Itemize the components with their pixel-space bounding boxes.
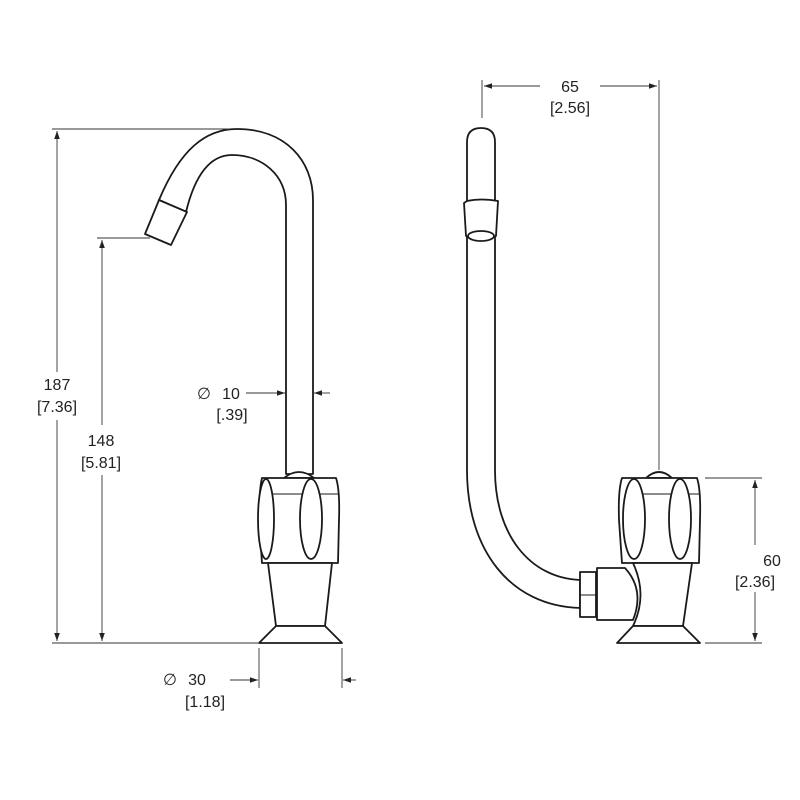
front-view-faucet xyxy=(144,128,343,644)
front-aerator xyxy=(144,199,188,246)
spout-diameter-symbol: ∅ xyxy=(197,386,211,403)
base-diameter-value: 30 xyxy=(188,672,206,689)
front-body xyxy=(267,562,333,627)
overall-height-imperial: [7.36] xyxy=(37,399,77,416)
front-handle-grip-left xyxy=(257,478,275,560)
spout-height-value: 148 xyxy=(88,433,115,450)
handle-height-value: 60 xyxy=(763,553,781,570)
side-handle-grip-right xyxy=(668,478,692,560)
base-diameter-imperial: [1.18] xyxy=(185,694,225,711)
side-base xyxy=(616,625,701,644)
front-dimension-lines xyxy=(52,128,356,688)
side-dimension-lines xyxy=(481,80,762,644)
spout-reach-imperial: [2.56] xyxy=(550,100,590,117)
overall-height-value: 187 xyxy=(44,377,71,394)
front-handle-grip-right xyxy=(299,478,323,560)
front-base xyxy=(258,625,343,644)
side-collar-opening xyxy=(467,230,495,242)
side-body xyxy=(632,562,693,627)
side-spout xyxy=(466,127,581,609)
handle-height-imperial: [2.36] xyxy=(735,574,775,591)
side-connector xyxy=(596,567,639,621)
spout-diameter-imperial: [.39] xyxy=(216,407,247,424)
spout-diameter-value: 10 xyxy=(222,386,240,403)
front-spout xyxy=(158,128,314,475)
side-view-faucet xyxy=(463,127,702,644)
spout-height-imperial: [5.81] xyxy=(81,455,121,472)
side-handle-grip-left xyxy=(622,478,646,560)
base-diameter-symbol: ∅ xyxy=(163,672,177,689)
spout-reach-value: 65 xyxy=(561,79,579,96)
